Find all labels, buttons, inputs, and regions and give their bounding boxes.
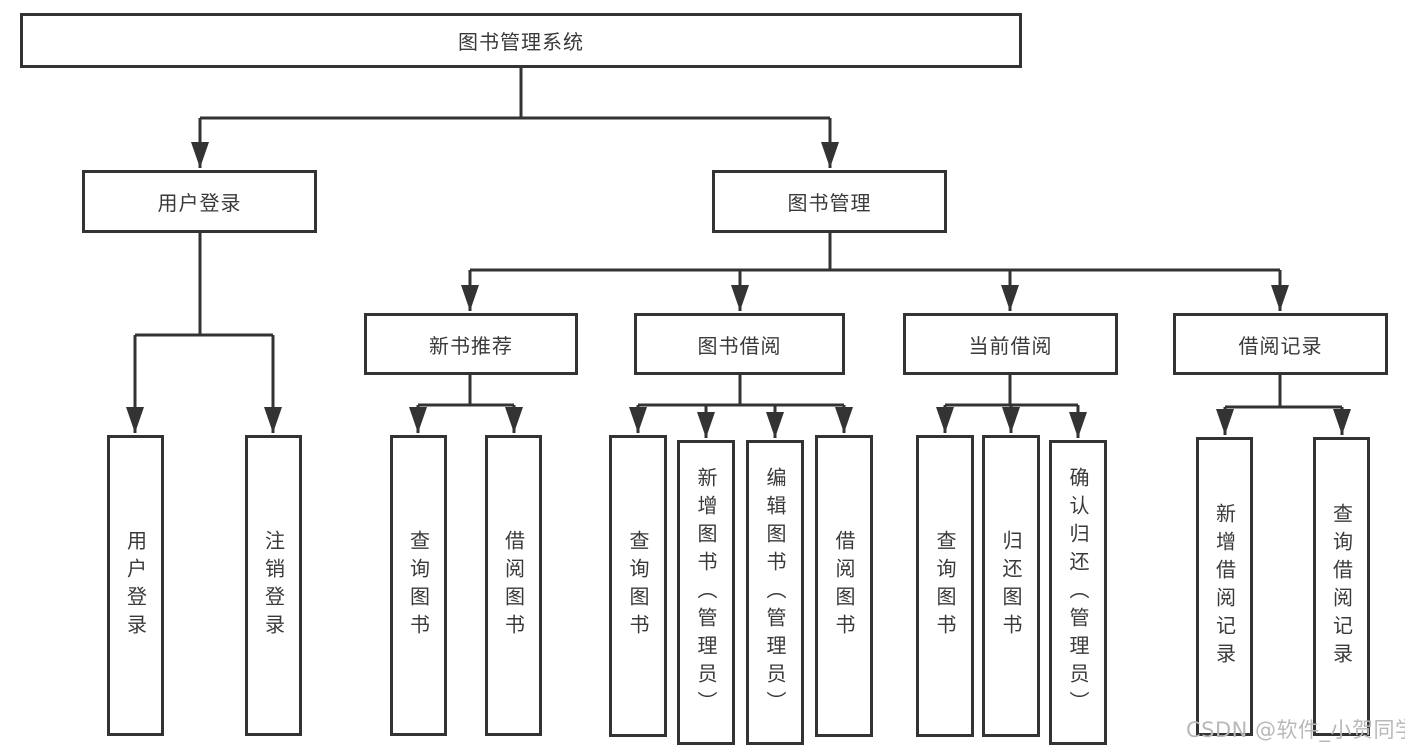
node-label: 图书管理 (787, 191, 872, 215)
node-label: 图书管理系统 (458, 30, 584, 54)
leaf-label: 归还图书 (999, 530, 1023, 642)
leaf-borrow-books-2: 借阅图书 (815, 435, 873, 737)
leaf-label: 编辑图书（管理员） (763, 466, 787, 719)
leaf-confirm-return-admin: 确认归还（管理员） (1049, 440, 1107, 745)
node-label: 当前借阅 (968, 333, 1053, 358)
node-borrowing-records: 借阅记录 (1173, 313, 1388, 375)
leaf-label: 注销登录 (261, 529, 286, 642)
node-label: 借阅记录 (1238, 333, 1323, 358)
csdn-watermark: CSDN @软件_小贺同学 (1186, 718, 1405, 742)
leaf-label: 用户登录 (123, 529, 148, 642)
node-book-borrowing: 图书借阅 (634, 313, 845, 375)
node-book-management: 图书管理 (712, 170, 947, 233)
node-current-borrowing: 当前借阅 (903, 313, 1118, 375)
leaf-query-books-1: 查询图书 (390, 435, 447, 736)
leaf-logout: 注销登录 (245, 435, 302, 736)
node-label: 图书借阅 (697, 333, 782, 358)
leaf-label: 新增图书（管理员） (694, 466, 718, 719)
leaf-user-login: 用户登录 (107, 435, 164, 736)
leaf-label: 查询图书 (406, 529, 431, 642)
leaf-borrow-books-1: 借阅图书 (485, 435, 542, 736)
leaf-return-books: 归还图书 (982, 435, 1040, 737)
leaf-label: 新增借阅记录 (1212, 502, 1237, 671)
leaf-label: 借阅图书 (501, 529, 526, 642)
node-user-login: 用户登录 (82, 170, 317, 233)
node-library-management-system: 图书管理系统 (20, 13, 1022, 68)
leaf-label: 查询图书 (626, 530, 650, 642)
leaf-edit-books-admin: 编辑图书（管理员） (746, 440, 804, 745)
leaf-label: 查询图书 (933, 530, 957, 642)
leaf-add-borrow-record: 新增借阅记录 (1196, 437, 1253, 736)
leaf-label: 确认归还（管理员） (1066, 466, 1090, 719)
leaf-query-borrow-record: 查询借阅记录 (1313, 437, 1370, 736)
leaf-label: 查询借阅记录 (1329, 502, 1354, 671)
leaf-add-books-admin: 新增图书（管理员） (677, 440, 735, 745)
leaf-query-books-3: 查询图书 (916, 435, 974, 737)
node-new-book-recommend: 新书推荐 (364, 313, 578, 375)
node-label: 用户登录 (157, 191, 242, 215)
node-label: 新书推荐 (429, 333, 513, 358)
leaf-query-books-2: 查询图书 (609, 435, 667, 737)
leaf-label: 借阅图书 (832, 530, 856, 642)
